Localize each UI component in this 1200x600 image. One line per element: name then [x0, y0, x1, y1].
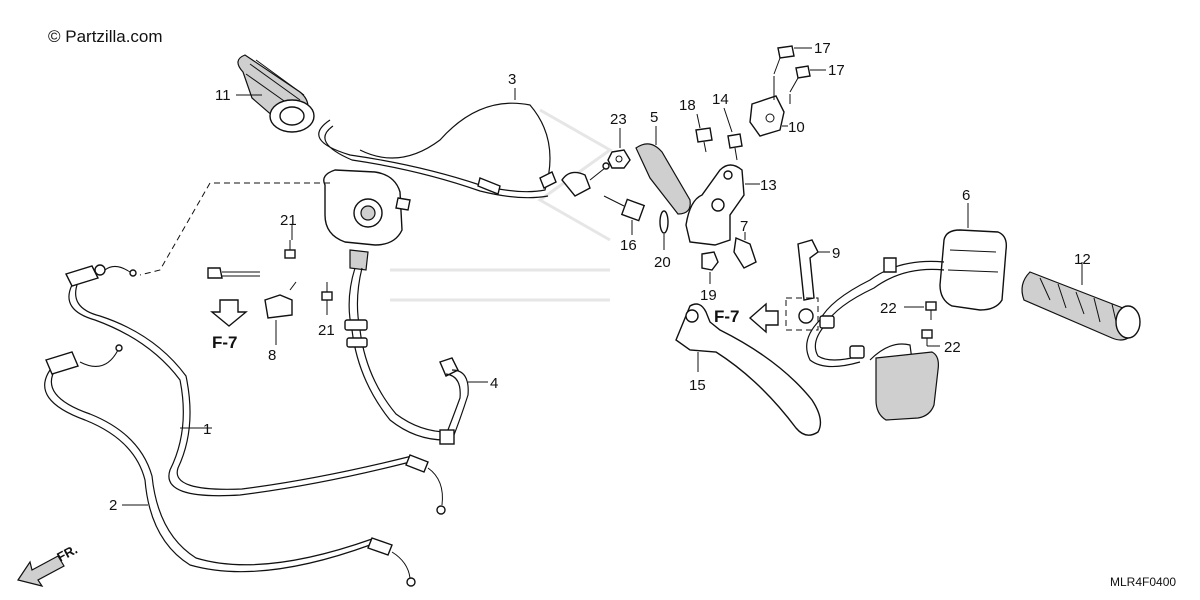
part-18-screw[interactable]	[695, 127, 713, 153]
callout-9: 9	[832, 245, 840, 262]
part-9-clip[interactable]	[797, 239, 819, 324]
callout-20: 20	[654, 254, 671, 271]
part-6-left-switch-housing[interactable]	[806, 229, 1008, 421]
part-17-bolt-lower[interactable]	[789, 65, 811, 93]
callout-10: 10	[788, 119, 805, 136]
callout-17-lower: 17	[828, 62, 845, 79]
part-2-throttle-cable-b[interactable]	[44, 344, 416, 587]
callout-4: 4	[490, 375, 498, 392]
callout-12: 12	[1074, 251, 1091, 268]
callout-6: 6	[962, 187, 970, 204]
part-21-screw-upper[interactable]	[284, 240, 296, 259]
callout-1: 1	[203, 421, 211, 438]
part-1-throttle-cable-a[interactable]	[65, 264, 446, 515]
part-8-bolt-bracket[interactable]	[207, 267, 297, 319]
part-17-bolt-upper[interactable]	[773, 45, 795, 75]
bolt-guide-lines	[773, 76, 791, 104]
callout-18: 18	[679, 97, 696, 114]
callout-11: 11	[215, 87, 231, 104]
reference-dashbox-right	[785, 297, 819, 331]
part-7-brake-switch[interactable]	[733, 236, 757, 269]
part-11-left-grip[interactable]	[237, 54, 315, 133]
front-arrow-icon	[17, 555, 65, 587]
part-15-clutch-lever[interactable]	[675, 303, 822, 436]
throttle-switch-housing[interactable]	[323, 169, 449, 441]
part-4-band[interactable]	[439, 357, 469, 445]
part-22-screw-upper[interactable]	[925, 301, 937, 320]
diagram-code: MLR4F0400	[1110, 575, 1176, 589]
figure-ref-right[interactable]: F-7	[714, 307, 740, 326]
figure-ref-right-arrow-left	[748, 302, 779, 334]
callout-2: 2	[109, 497, 117, 514]
figure-ref-left-arrow-down	[210, 299, 248, 327]
part-5-lever-cover[interactable]	[635, 143, 691, 215]
callout-16: 16	[620, 237, 637, 254]
callout-15: 15	[689, 377, 706, 394]
leader-14	[723, 107, 733, 133]
watermark-text: © Partzilla.com	[48, 27, 163, 46]
part-21-screw-lower[interactable]	[321, 282, 333, 301]
part-23-nut[interactable]	[607, 149, 631, 169]
part-13-lever-bracket[interactable]	[685, 164, 745, 246]
part-16-cable-adjuster[interactable]	[603, 195, 646, 222]
callout-21-upper: 21	[280, 212, 297, 229]
part-3-throttle-cable[interactable]	[318, 102, 610, 199]
callout-5: 5	[650, 109, 658, 126]
callout-13: 13	[760, 177, 777, 194]
callout-22-lower: 22	[944, 339, 961, 356]
part-14-screw[interactable]	[727, 133, 743, 161]
callout-23: 23	[610, 111, 627, 128]
callout-14: 14	[712, 91, 729, 108]
figure-ref-left[interactable]: F-7	[212, 333, 238, 352]
callout-17-upper: 17	[814, 40, 831, 57]
part-12-right-grip[interactable]	[1021, 271, 1141, 341]
background-logo-watermark	[390, 108, 613, 302]
part-22-screw-lower[interactable]	[921, 329, 933, 346]
reference-dashline-left	[139, 182, 330, 276]
callout-7: 7	[740, 218, 748, 235]
callout-3: 3	[508, 71, 516, 88]
callout-8: 8	[268, 347, 276, 364]
part-20-washer[interactable]	[659, 210, 669, 234]
part-10-clamp[interactable]	[749, 95, 785, 137]
callout-22-upper: 22	[880, 300, 897, 317]
callout-19: 19	[700, 287, 717, 304]
part-19-nut[interactable]	[701, 251, 719, 271]
callout-21-lower: 21	[318, 322, 335, 339]
leader-18	[696, 113, 701, 129]
